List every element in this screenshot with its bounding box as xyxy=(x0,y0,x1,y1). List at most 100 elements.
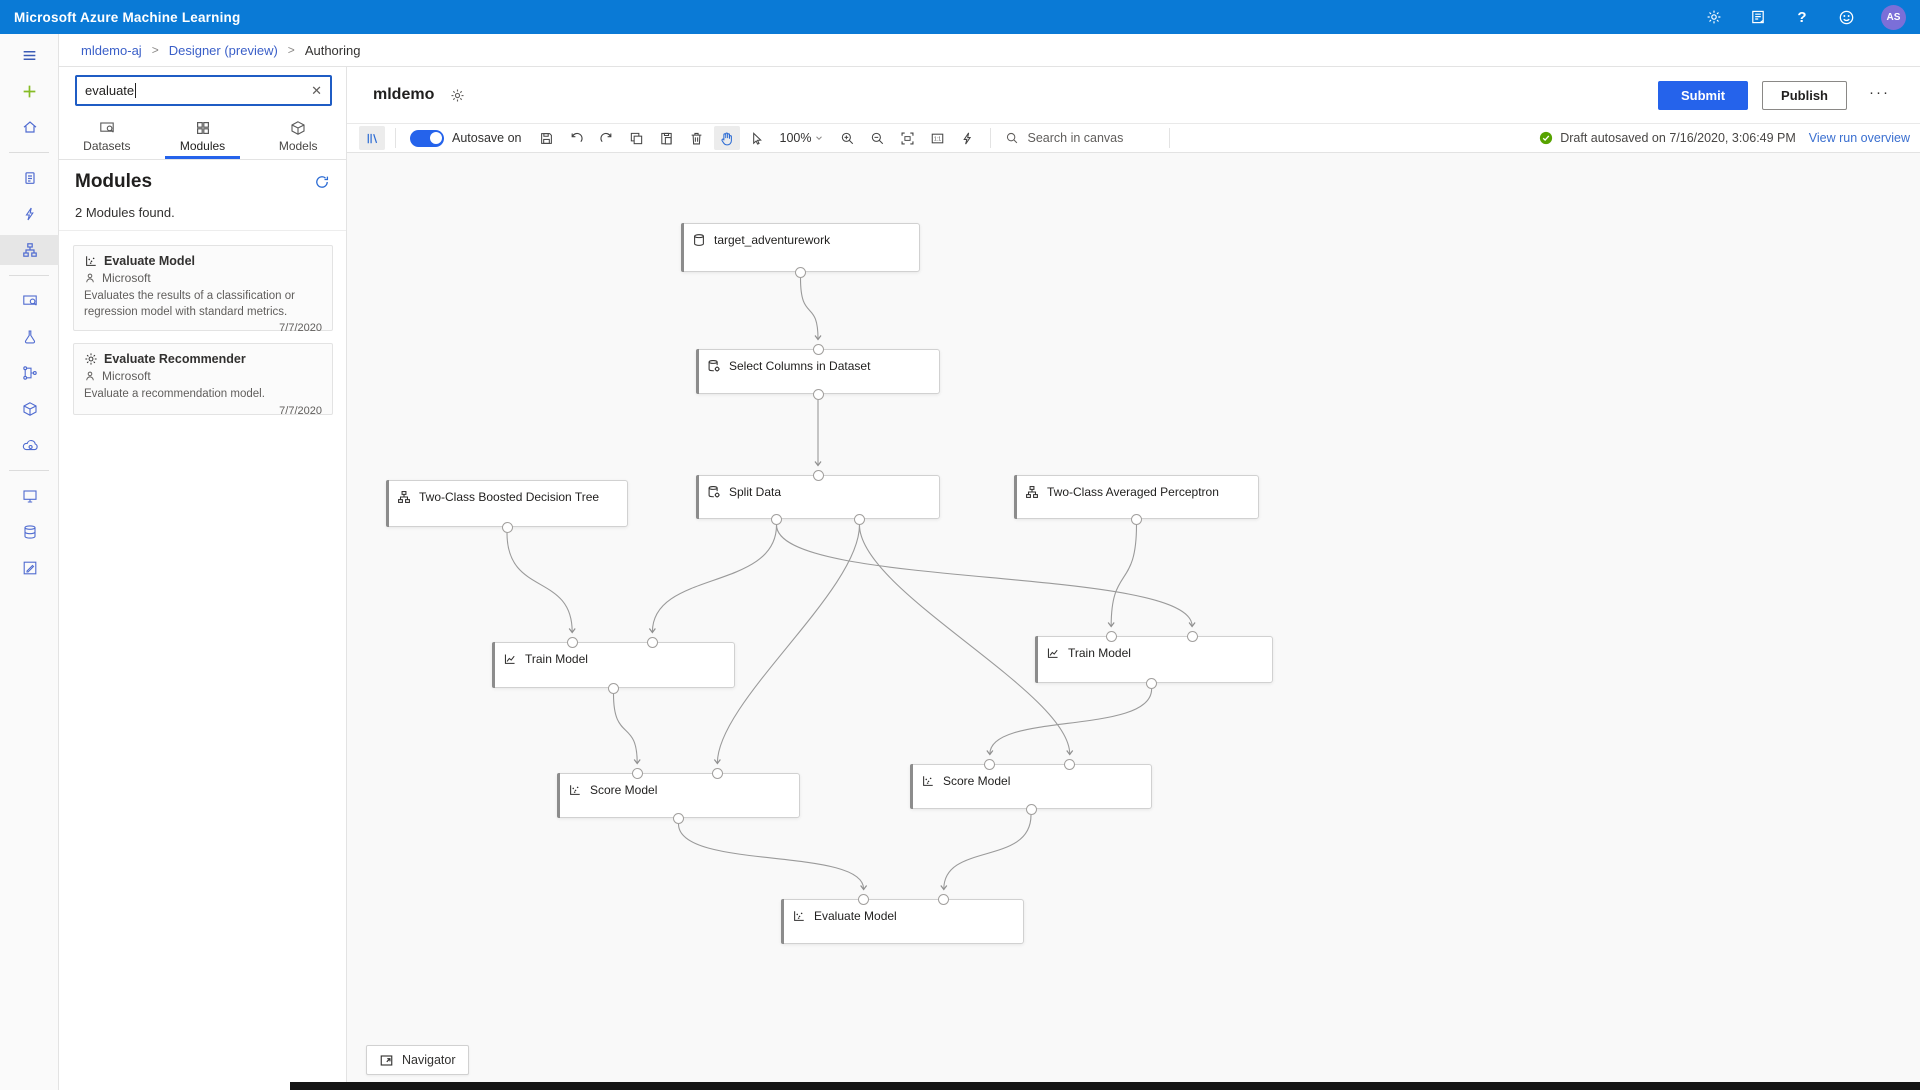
home-icon[interactable] xyxy=(0,112,59,142)
pipeline-node-target_adventurework[interactable]: target_adventurework xyxy=(681,223,920,272)
node-output-port[interactable] xyxy=(501,521,513,533)
sidebar-item-data-labeling[interactable] xyxy=(0,553,59,583)
node-output-port[interactable] xyxy=(812,388,824,400)
tab-models[interactable]: Models xyxy=(250,114,346,159)
pipeline-node-evaluate_model[interactable]: Evaluate Model xyxy=(781,899,1024,944)
sidebar-item-experiments[interactable] xyxy=(0,322,59,352)
copy-icon[interactable] xyxy=(624,126,650,150)
more-options-button[interactable]: ··· xyxy=(1869,83,1890,101)
pipeline-node-select_columns[interactable]: Select Columns in Dataset xyxy=(696,349,940,394)
paste-icon[interactable] xyxy=(654,126,680,150)
pipeline-settings-icon[interactable] xyxy=(450,88,465,103)
pipeline-edge[interactable] xyxy=(799,277,822,341)
node-input-port[interactable] xyxy=(812,469,824,481)
pipeline-node-score_l[interactable]: Score Model xyxy=(557,773,800,818)
node-output-port[interactable] xyxy=(1146,677,1158,689)
pipeline-edge[interactable] xyxy=(677,823,868,891)
node-input-port[interactable] xyxy=(938,893,950,905)
module-card-publisher: Microsoft xyxy=(102,369,151,383)
node-input-port[interactable] xyxy=(1186,630,1198,642)
sidebar-item-compute[interactable] xyxy=(0,481,59,511)
pipeline-title: mldemo xyxy=(373,86,435,103)
pipeline-edge[interactable] xyxy=(506,532,576,634)
pan-hand-icon[interactable] xyxy=(713,126,740,150)
node-input-port[interactable] xyxy=(646,636,658,648)
view-run-overview-link[interactable]: View run overview xyxy=(1808,131,1910,145)
settings-icon[interactable] xyxy=(1705,8,1723,26)
navigator-button[interactable]: Navigator xyxy=(366,1045,469,1075)
node-input-port[interactable] xyxy=(566,636,578,648)
node-input-port[interactable] xyxy=(711,767,723,779)
pipeline-edge[interactable] xyxy=(986,688,1153,756)
feedback-icon[interactable] xyxy=(1749,8,1767,26)
pipeline-node-tcap[interactable]: Two-Class Averaged Perceptron xyxy=(1014,475,1259,519)
fit-to-screen-icon[interactable] xyxy=(894,126,920,150)
pipeline-edge[interactable] xyxy=(940,814,1032,891)
horizontal-scrollbar[interactable] xyxy=(290,1082,1920,1090)
pipeline-edge[interactable] xyxy=(648,524,778,634)
node-output-port[interactable] xyxy=(1131,513,1142,525)
node-input-port[interactable] xyxy=(1064,758,1076,770)
select-cursor-icon[interactable] xyxy=(744,126,770,150)
submit-button[interactable]: Submit xyxy=(1657,80,1749,110)
tab-datasets[interactable]: Datasets xyxy=(59,114,155,159)
node-input-port[interactable] xyxy=(858,893,870,905)
new-plus-icon[interactable] xyxy=(0,76,59,106)
avatar[interactable]: AS xyxy=(1881,4,1906,30)
help-icon[interactable]: ? xyxy=(1797,8,1807,26)
breadcrumb-designer[interactable]: Designer (preview) xyxy=(168,42,278,58)
clear-search-icon[interactable]: ✕ xyxy=(311,82,322,98)
node-output-port[interactable] xyxy=(608,682,619,694)
module-card-evaluate-recommender[interactable]: Evaluate Recommender Microsoft Evaluate … xyxy=(73,343,333,417)
zoom-in-icon[interactable] xyxy=(834,126,860,150)
delete-icon[interactable] xyxy=(684,126,710,150)
sidebar-item-pipelines[interactable] xyxy=(0,358,59,388)
autosave-toggle[interactable] xyxy=(410,129,444,147)
undo-icon[interactable] xyxy=(564,126,590,150)
node-input-port[interactable] xyxy=(984,758,996,770)
pipeline-node-train_l[interactable]: Train Model xyxy=(492,642,735,688)
zoom-one-to-one-icon[interactable]: 1:1 xyxy=(924,126,950,150)
pipeline-edge[interactable] xyxy=(713,524,861,765)
node-output-port[interactable] xyxy=(795,266,806,278)
sidebar-item-notebooks[interactable] xyxy=(0,163,59,193)
module-library-icon[interactable] xyxy=(359,126,385,150)
refresh-icon[interactable] xyxy=(314,174,330,190)
tab-modules[interactable]: Modules xyxy=(155,114,251,159)
pipeline-edge[interactable] xyxy=(1107,524,1138,628)
sidebar-item-datastores[interactable] xyxy=(0,517,59,547)
smiley-feedback-icon[interactable] xyxy=(1837,8,1855,26)
search-input[interactable]: evaluate ✕ xyxy=(75,75,332,106)
sidebar-item-models[interactable] xyxy=(0,394,59,424)
save-icon[interactable] xyxy=(534,126,560,150)
redo-icon[interactable] xyxy=(594,126,620,150)
sidebar-item-endpoints[interactable] xyxy=(0,430,59,460)
sidebar-item-datasets[interactable] xyxy=(0,286,59,316)
node-input-port[interactable] xyxy=(1105,630,1117,642)
pipeline-node-tcbdt[interactable]: Two-Class Boosted Decision Tree xyxy=(386,480,628,527)
sidebar-item-automated-ml[interactable] xyxy=(0,199,59,229)
pipeline-node-split_data[interactable]: Split Data xyxy=(696,475,940,519)
pipeline-node-score_r[interactable]: Score Model xyxy=(910,764,1152,809)
node-output-port[interactable] xyxy=(771,513,783,525)
breadcrumb-workspace[interactable]: mldemo-aj xyxy=(81,42,142,58)
node-output-port[interactable] xyxy=(1025,803,1037,815)
pipeline-edge[interactable] xyxy=(775,524,1196,628)
node-output-port[interactable] xyxy=(673,812,684,824)
node-label: Select Columns in Dataset xyxy=(729,359,871,373)
pipeline-edge[interactable] xyxy=(612,693,641,765)
hamburger-menu-icon[interactable] xyxy=(0,40,59,70)
module-card-evaluate-model[interactable]: Evaluate Model Microsoft Evaluates the r… xyxy=(73,245,333,334)
search-in-canvas-input[interactable]: Search in canvas xyxy=(1005,131,1155,145)
zoom-level-dropdown[interactable]: 100% xyxy=(780,131,825,145)
publish-button[interactable]: Publish xyxy=(1762,80,1847,110)
autoformat-icon[interactable] xyxy=(954,126,980,150)
sidebar-item-designer[interactable] xyxy=(0,235,59,265)
zoom-out-icon[interactable] xyxy=(864,126,890,150)
node-input-port[interactable] xyxy=(812,343,824,355)
node-input-port[interactable] xyxy=(631,767,643,779)
pipeline-edge[interactable] xyxy=(858,524,1074,756)
node-output-port[interactable] xyxy=(853,513,865,525)
pipeline-node-train_r[interactable]: Train Model xyxy=(1035,636,1273,683)
